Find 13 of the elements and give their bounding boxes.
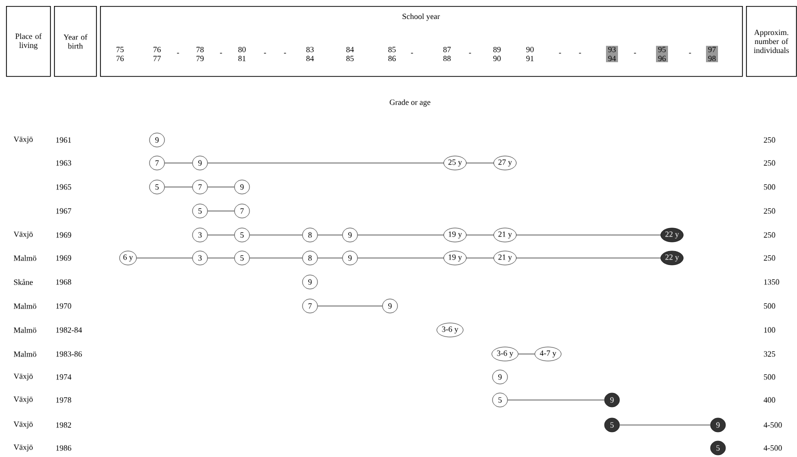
connector-line	[207, 162, 444, 164]
connector-line	[164, 186, 193, 188]
connector-line	[317, 234, 343, 236]
connector-line	[164, 162, 193, 164]
connector-line	[466, 162, 494, 164]
connector-line	[207, 210, 235, 212]
connector-line	[249, 234, 303, 236]
connector-line	[207, 186, 235, 188]
connector-line	[357, 234, 444, 236]
connector-line	[619, 424, 711, 426]
connector-line	[516, 234, 661, 236]
connector-line	[207, 234, 235, 236]
connector-line	[466, 234, 494, 236]
